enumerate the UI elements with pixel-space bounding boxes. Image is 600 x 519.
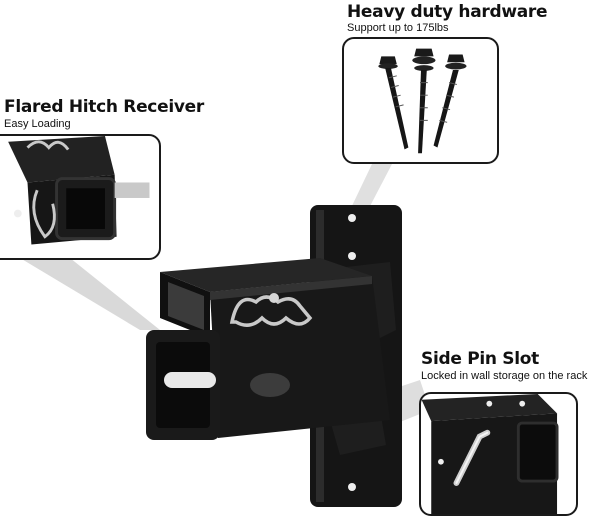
- receiver-pointer: [20, 258, 160, 330]
- receiver-tube-top: [160, 258, 372, 292]
- hitch-pin-clip: [229, 295, 313, 327]
- side-pin-slot-closeup: [421, 394, 559, 514]
- screw-1: [378, 56, 409, 150]
- lag-screws-image: [378, 48, 467, 154]
- receiver-callout: [0, 134, 161, 260]
- plate-hole-top: [348, 214, 356, 222]
- pin-slot-title: Side Pin Slot: [421, 349, 539, 369]
- plate-hole-bottom: [348, 483, 356, 491]
- receiver-subtitle: Easy Loading: [4, 118, 71, 130]
- receiver-tube-side: [210, 276, 390, 438]
- hardware-title: Heavy duty hardware: [347, 2, 548, 22]
- receiver-pin-hole: [250, 373, 290, 397]
- screw-2: [412, 48, 436, 154]
- pin-slot-callout: [419, 392, 578, 516]
- plate-hole-mid: [348, 252, 356, 260]
- flared-receiver-closeup: [8, 136, 150, 245]
- screw-3: [433, 54, 467, 148]
- receiver-title: Flared Hitch Receiver: [4, 97, 204, 117]
- pin-slot-subtitle: Locked in wall storage on the rack: [421, 370, 588, 382]
- hardware-callout: [342, 37, 499, 164]
- hardware-subtitle: Support up to 175lbs: [347, 22, 449, 34]
- hardware-pointer: [350, 164, 392, 210]
